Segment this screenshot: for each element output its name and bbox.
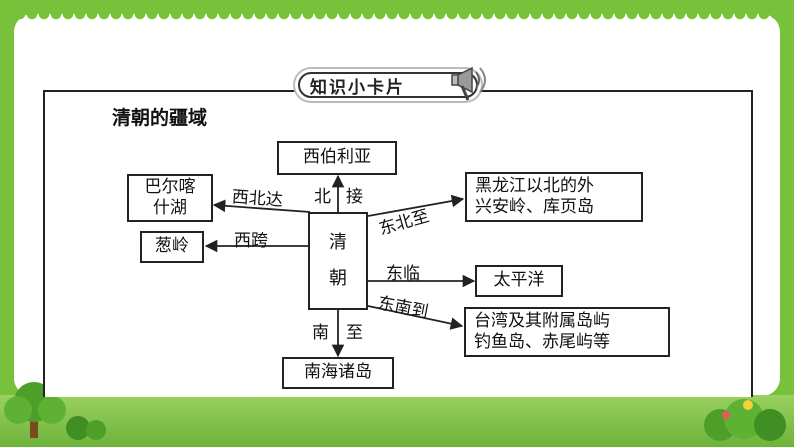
tree-left-icon (4, 382, 106, 440)
node-southeast-line-2: 钓鱼岛、赤尾屿等 (474, 332, 610, 352)
node-southeast-line-1: 台湾及其附属岛屿 (474, 310, 610, 331)
node-northeast: 黑龙江以北的外 兴安岭、库页岛 (465, 172, 643, 222)
node-northwest-line-1: 巴尔喀 (144, 176, 196, 197)
label-west: 西跨 (234, 231, 268, 251)
node-north: 西伯利亚 (277, 141, 397, 175)
center-box-qing-dynasty: 清 朝 (308, 212, 368, 310)
node-east: 太平洋 (475, 265, 563, 297)
node-northeast-line-1: 黑龙江以北的外 (475, 175, 594, 196)
bush-right-icon (704, 399, 786, 441)
grass-ground (0, 395, 794, 447)
arrow-southeast (367, 305, 464, 330)
node-southeast: 台湾及其附属岛屿 钓鱼岛、赤尾屿等 (464, 307, 670, 357)
label-east: 东临 (386, 264, 420, 284)
label-south-a: 南 (312, 323, 329, 343)
knowledge-card-banner: 知识小卡片 (298, 72, 478, 98)
center-char-2: 朝 (329, 268, 347, 289)
megaphone-icon (451, 66, 486, 101)
label-north-a: 北 (314, 187, 331, 207)
card-title: 清朝的疆域 (112, 107, 208, 129)
node-northwest: 巴尔喀 什湖 (127, 174, 213, 222)
node-northwest-line-2: 什湖 (153, 198, 187, 218)
node-northeast-line-2: 兴安岭、库页岛 (475, 197, 594, 217)
top-scallop-border (14, 14, 780, 24)
node-south: 南海诸岛 (282, 357, 394, 389)
arrow-northeast (367, 194, 465, 217)
label-northwest: 西北达 (231, 187, 284, 211)
banner-title: 知识小卡片 (310, 77, 405, 98)
label-north-b: 接 (346, 187, 363, 207)
center-char-1: 清 (329, 231, 347, 253)
node-west: 葱岭 (140, 231, 204, 263)
label-south-b: 至 (346, 323, 363, 343)
arrow-northwest (212, 199, 311, 213)
